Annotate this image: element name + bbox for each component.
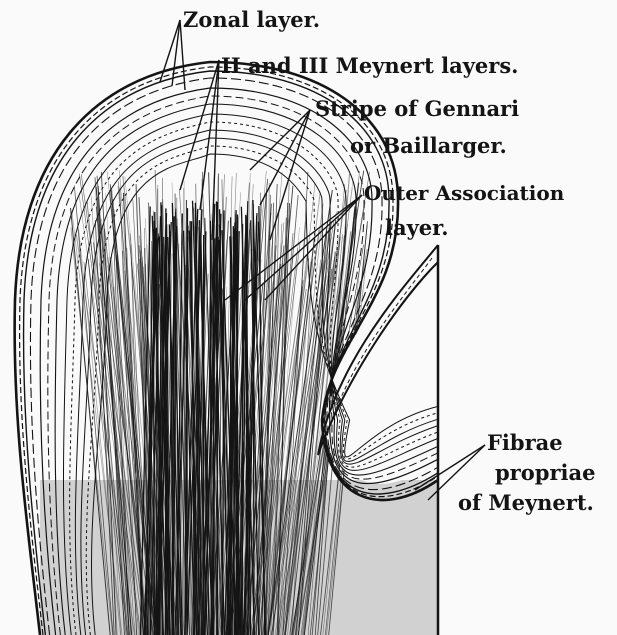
label-outer-association-line1: Outer Association (364, 183, 564, 203)
label-fibrae-line3: of Meynert. (458, 492, 594, 513)
label-outer-association-line2: layer. (385, 217, 449, 238)
label-stripe-of-gennari-line2: or Baillarger. (350, 135, 507, 156)
label-zonal-layer: Zonal layer. (183, 9, 320, 30)
label-stripe-of-gennari-line1: Stripe of Gennari (315, 98, 519, 119)
label-fibrae-line2: propriae (495, 462, 595, 483)
label-fibrae-line1: Fibrae (487, 432, 563, 453)
label-meynert-layers: II and III Meynert layers. (221, 55, 518, 76)
white-matter-shading (40, 480, 440, 635)
